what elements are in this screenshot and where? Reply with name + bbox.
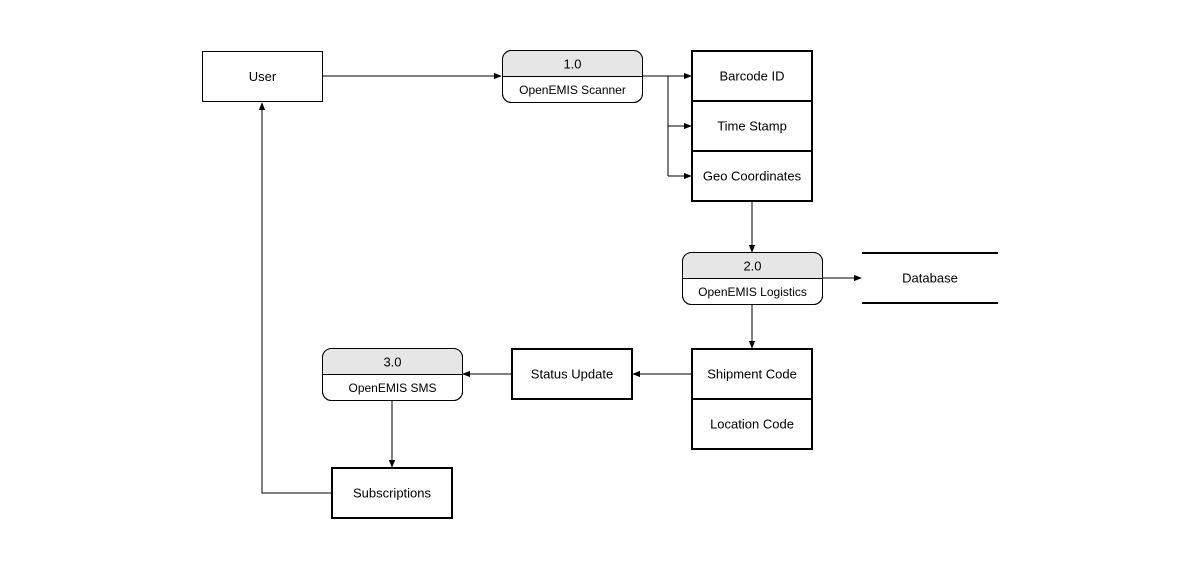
data-subscriptions-label: Subscriptions bbox=[353, 486, 432, 501]
data-location-code[interactable]: Location Code bbox=[691, 398, 813, 450]
data-subscriptions[interactable]: Subscriptions bbox=[331, 467, 453, 519]
edges bbox=[258, 72, 862, 494]
data-status-update[interactable]: Status Update bbox=[511, 348, 633, 400]
process-scanner-header bbox=[503, 51, 642, 76]
data-shipment-code-box bbox=[691, 348, 813, 400]
data-location-code-box bbox=[691, 398, 813, 450]
data-status-update-label: Status Update bbox=[531, 367, 613, 382]
edge-subscriptions-to-user bbox=[258, 102, 332, 494]
process-logistics-header bbox=[683, 253, 822, 278]
process-scanner-number: 1.0 bbox=[563, 57, 581, 72]
data-barcode-id[interactable]: Barcode ID bbox=[691, 50, 813, 102]
process-sms-name: OpenEMIS SMS bbox=[348, 381, 436, 395]
process-logistics-name: OpenEMIS Logistics bbox=[698, 285, 807, 299]
entity-user[interactable]: User bbox=[202, 51, 323, 102]
logistics-data-group: Shipment Code Location Code bbox=[691, 348, 813, 450]
data-time-stamp-label: Time Stamp bbox=[717, 119, 787, 134]
entity-user-box bbox=[202, 51, 323, 102]
data-time-stamp[interactable]: Time Stamp bbox=[691, 100, 813, 152]
entity-user-label: User bbox=[249, 69, 277, 84]
process-logistics-number: 2.0 bbox=[743, 259, 761, 274]
data-barcode-id-box bbox=[691, 50, 813, 102]
data-time-stamp-box bbox=[691, 100, 813, 152]
data-subscriptions-box bbox=[331, 467, 453, 519]
data-location-code-label: Location Code bbox=[710, 417, 794, 432]
data-geo-coordinates[interactable]: Geo Coordinates bbox=[691, 150, 813, 202]
process-sms-header bbox=[323, 349, 462, 374]
data-geo-coordinates-label: Geo Coordinates bbox=[703, 169, 802, 184]
data-status-update-box bbox=[511, 348, 633, 400]
data-shipment-code[interactable]: Shipment Code bbox=[691, 348, 813, 400]
data-store-database[interactable]: Database bbox=[862, 252, 998, 304]
process-scanner-name: OpenEMIS Scanner bbox=[519, 83, 626, 97]
scanner-data-group: Barcode ID Time Stamp Geo Coordinates bbox=[691, 50, 813, 202]
data-geo-coordinates-box bbox=[691, 150, 813, 202]
process-logistics[interactable]: 2.0 OpenEMIS Logistics bbox=[682, 252, 823, 305]
process-sms-number: 3.0 bbox=[383, 355, 401, 370]
database-label: Database bbox=[902, 271, 958, 286]
data-shipment-code-label: Shipment Code bbox=[707, 367, 797, 382]
process-scanner[interactable]: 1.0 OpenEMIS Scanner bbox=[502, 50, 643, 103]
process-sms[interactable]: 3.0 OpenEMIS SMS bbox=[322, 348, 463, 401]
data-barcode-id-label: Barcode ID bbox=[719, 69, 784, 84]
